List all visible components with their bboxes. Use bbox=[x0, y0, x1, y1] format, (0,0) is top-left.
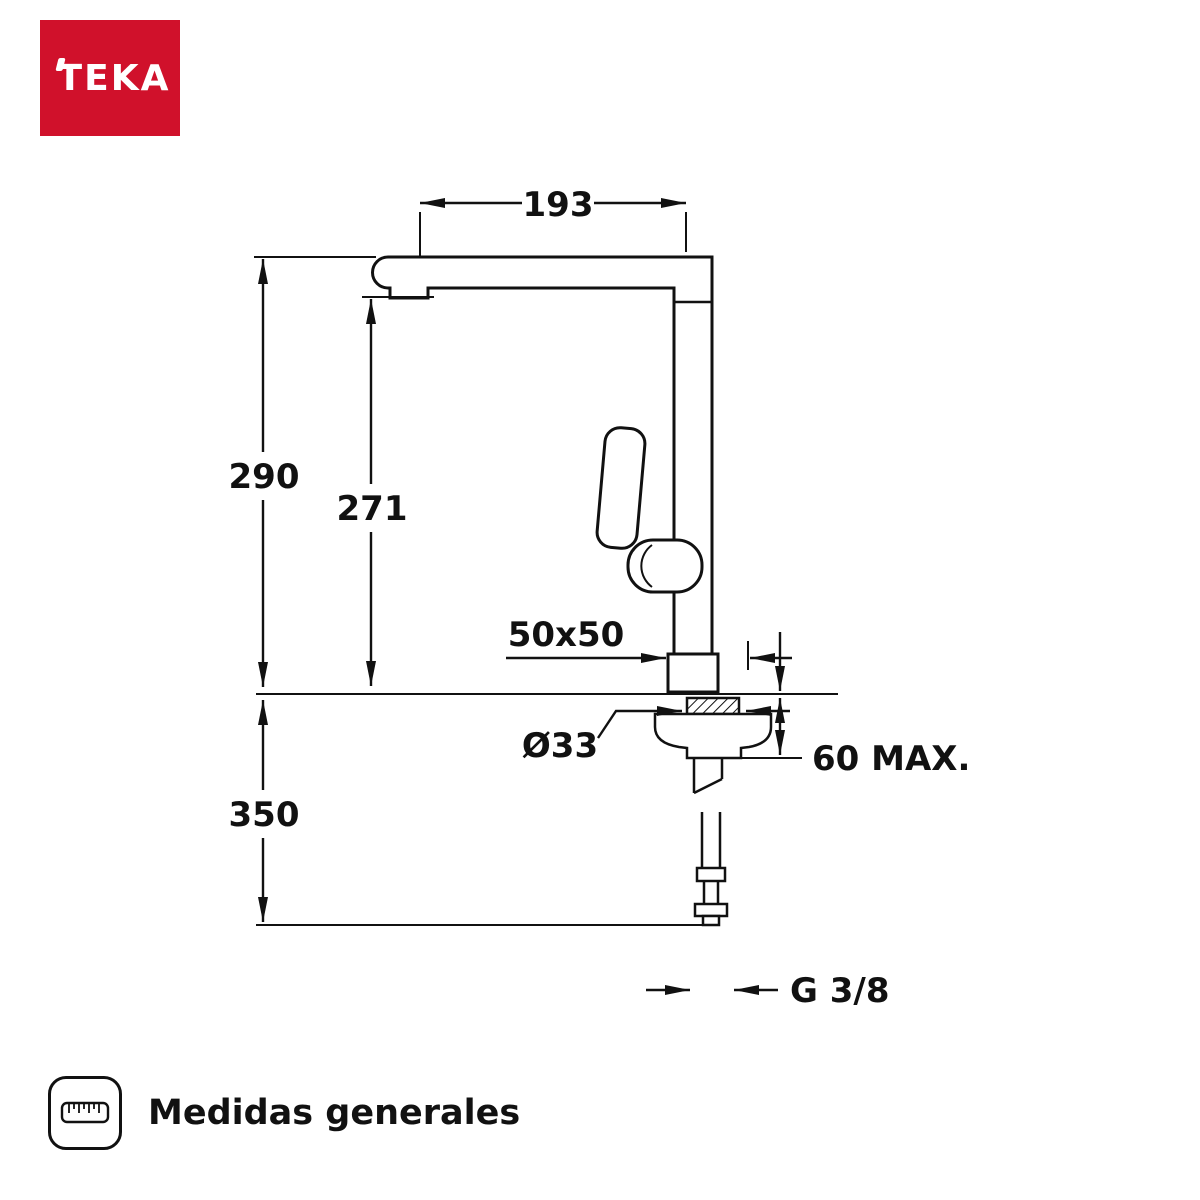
hose-fitting bbox=[693, 902, 729, 918]
teka-logo: TEKA bbox=[40, 20, 180, 136]
supply-hose-upper bbox=[700, 812, 722, 868]
dim-label-counter-max: 60 MAX. bbox=[812, 739, 970, 779]
handle-joint-curve bbox=[640, 544, 653, 588]
ruler-icon bbox=[60, 1101, 110, 1124]
dim-label-under-counter: 350 bbox=[229, 795, 300, 835]
dim-60max-group bbox=[742, 632, 802, 759]
threaded-shank bbox=[692, 758, 724, 795]
dim-label-hole-diameter: Ø33 bbox=[522, 726, 598, 766]
handle-lever bbox=[595, 426, 647, 550]
dimension-labels: 193 290 271 50x50 Ø33 60 MAX. 350 G 3/8 bbox=[229, 185, 971, 1011]
footer-caption: Medidas generales bbox=[148, 1093, 521, 1133]
footer: Medidas generales bbox=[48, 1076, 520, 1150]
supply-hose-lower bbox=[702, 881, 720, 904]
faucet-outline bbox=[256, 255, 838, 927]
dim-label-total-height: 290 bbox=[229, 457, 300, 497]
dim-271-group bbox=[362, 296, 434, 686]
dim-label-thread: G 3/8 bbox=[790, 971, 889, 1011]
dimension-lines bbox=[254, 198, 802, 995]
hose-tip bbox=[701, 914, 721, 927]
dim-label-spout-height: 271 bbox=[337, 489, 408, 529]
dim-label-spout-reach: 193 bbox=[523, 185, 594, 225]
measure-icon-box bbox=[48, 1076, 122, 1150]
hose-band bbox=[695, 866, 727, 883]
mounting-bracket bbox=[653, 712, 773, 760]
handle-joint bbox=[626, 538, 704, 594]
logo-text: TEKA bbox=[57, 57, 171, 99]
dim-50x50-group bbox=[506, 641, 792, 670]
dim-hole-leader bbox=[597, 706, 682, 739]
dim-label-base-size: 50x50 bbox=[508, 615, 625, 655]
mounting-washer bbox=[685, 696, 741, 716]
dim-350-group bbox=[256, 700, 712, 926]
faucet-base bbox=[666, 652, 720, 694]
dim-290-group bbox=[254, 256, 376, 687]
dim-193-group bbox=[419, 198, 687, 256]
